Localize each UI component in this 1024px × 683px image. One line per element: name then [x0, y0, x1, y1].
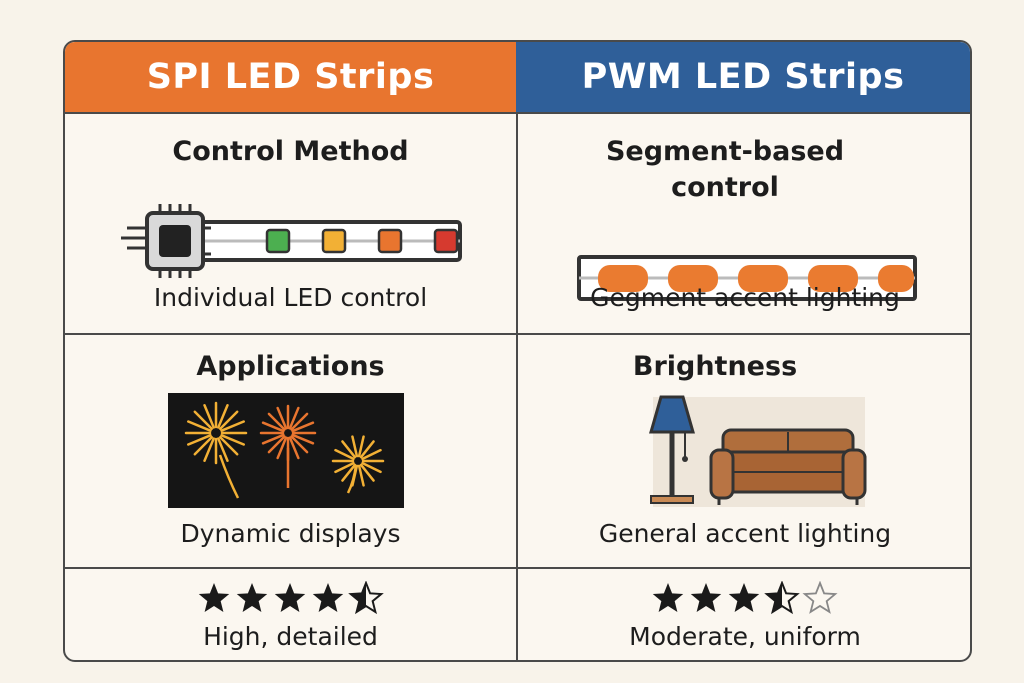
spi-rating-cell: High, detailed — [65, 569, 516, 660]
pwm-star-5 — [802, 581, 838, 614]
pwm-strip-icon — [577, 255, 917, 301]
pwm-star-3 — [728, 583, 760, 612]
pwm-segment-4 — [808, 265, 858, 292]
pwm-segment-1 — [598, 265, 648, 292]
pwm-brightness-label: Brightness — [632, 351, 798, 382]
spi-applications-cell: Applications Dynamic displays — [65, 335, 516, 567]
spi-star-3 — [274, 583, 305, 612]
pwm-segment-3 — [738, 265, 788, 292]
pwm-star-2 — [690, 583, 722, 612]
pwm-segment-5 — [878, 265, 914, 292]
pwm-header-title: PWM LED Strips — [581, 57, 905, 97]
spi-led-2 — [321, 228, 347, 254]
spi-led-3 — [377, 228, 403, 254]
pwm-header: PWM LED Strips — [516, 42, 970, 112]
spi-led-1 — [265, 228, 291, 254]
spi-rating-caption: High, detailed — [203, 622, 378, 651]
spi-control-label: Control Method — [172, 136, 409, 167]
spi-control-caption: Individual LED control — [153, 283, 428, 312]
pwm-segment-2 — [668, 265, 718, 292]
header-divider — [65, 112, 970, 114]
pwm-brightness-caption: General accent lighting — [598, 519, 892, 548]
pwm-brightness-cell: Brightness General accent lighting — [518, 335, 970, 567]
spi-star-2 — [236, 583, 267, 612]
spi-applications-label: Applications — [196, 351, 385, 382]
column-divider — [516, 112, 518, 660]
spi-control-cell: Control Method Individual LED control — [65, 114, 516, 333]
pwm-control-cell: Segment-based control Gegment accent lig… — [518, 114, 970, 333]
pwm-control-label: Segment-based control — [605, 136, 845, 203]
pwm-control-caption: Gegment accent lighting — [590, 283, 900, 312]
pwm-star-rating — [518, 581, 970, 619]
comparison-table: SPI LED Strips PWM LED Strips Control Me… — [63, 40, 972, 662]
row-divider-2 — [65, 567, 970, 569]
fireworks-icon — [168, 393, 404, 508]
spi-star-4 — [312, 583, 343, 612]
spi-star-rating — [65, 581, 516, 619]
spi-strip-icon — [121, 204, 462, 278]
row-divider-1 — [65, 333, 970, 335]
spi-star-1 — [198, 583, 229, 612]
pwm-star-1 — [652, 583, 684, 612]
pwm-rating-caption: Moderate, uniform — [629, 622, 861, 651]
spi-star-5 — [347, 581, 384, 615]
pwm-rating-cell: Moderate, uniform — [518, 569, 970, 660]
pwm-star-4 — [764, 581, 800, 615]
spi-applications-caption: Dynamic displays — [180, 519, 401, 548]
spi-header-title: SPI LED Strips — [146, 57, 435, 97]
spi-header: SPI LED Strips — [65, 42, 516, 112]
lamp-and-sofa-icon — [649, 395, 867, 507]
spi-led-4 — [433, 228, 459, 254]
